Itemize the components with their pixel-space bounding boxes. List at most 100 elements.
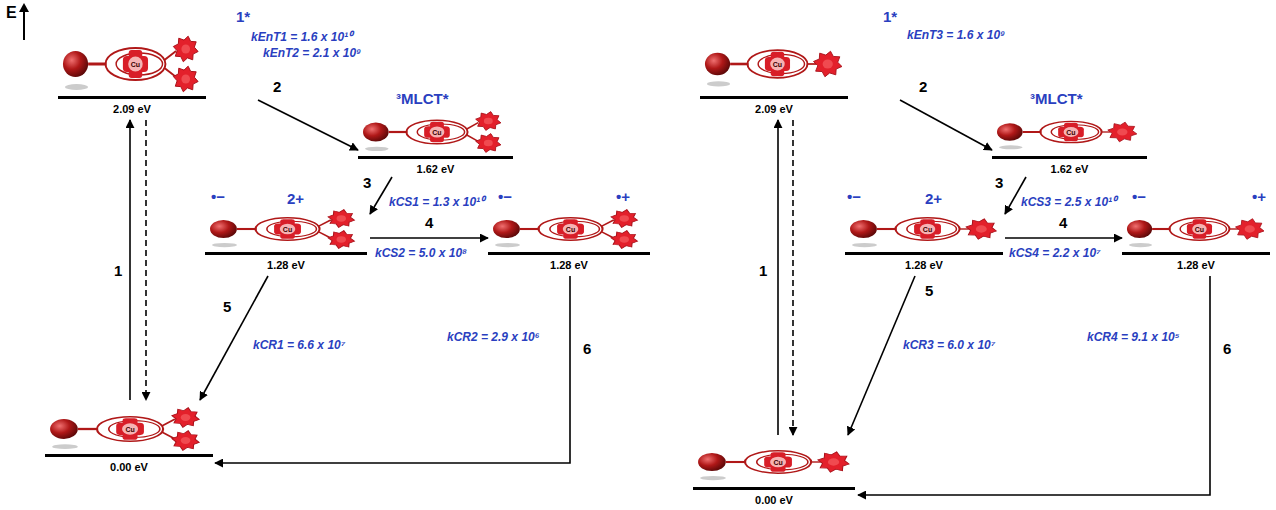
axis-line: [23, 8, 25, 40]
step-number: 2: [272, 78, 282, 95]
copper-complex: [1058, 127, 1084, 138]
charge-label: 1*: [236, 8, 250, 25]
rate-label: kEnT2 = 2.1 x 10⁹: [262, 46, 362, 60]
level-bar: [205, 252, 367, 255]
porphyrin-symbol: [173, 36, 198, 62]
level-bar: [693, 487, 855, 490]
shadow: [65, 84, 88, 90]
linker: [319, 220, 331, 226]
porphyrin-symbol: [818, 452, 849, 473]
copper-complex: [129, 50, 143, 78]
copper-complex: [920, 219, 934, 239]
rate-label: kCR4 = 9.1 x 10⁵: [1086, 330, 1181, 344]
copper-center: [1192, 224, 1207, 235]
shadow: [365, 147, 389, 151]
charge-label: •−: [498, 188, 512, 205]
charge-label: •−: [211, 188, 225, 205]
copper-complex: [557, 223, 584, 234]
rate-label: kCR3 = 6.0 x 10⁷: [902, 338, 996, 352]
copper-complex: [116, 423, 144, 435]
porphyrin-core: [976, 225, 987, 232]
linker: [389, 131, 408, 133]
transition-arrow: [215, 276, 570, 463]
porphyrin-core: [181, 414, 191, 421]
step-number: 5: [924, 282, 934, 299]
porphyrin-symbol: [172, 431, 199, 451]
linker: [162, 419, 175, 426]
transition-arrow: [258, 100, 358, 150]
porphyrin-symbol: [611, 231, 637, 249]
transition-arrow: [900, 100, 992, 150]
sphere-symbol: [210, 220, 237, 238]
porphyrin-symbol: [476, 112, 501, 131]
transition-arrow: [370, 237, 488, 239]
porphyrin-symbol: [328, 210, 354, 228]
copper-center: [770, 58, 785, 71]
step-number: 5: [222, 298, 232, 315]
level-bar: [45, 454, 213, 457]
linker: [602, 220, 614, 226]
metal-label: Cu: [131, 61, 140, 68]
energy-value: 1.62 eV: [1051, 163, 1089, 175]
step-number: 6: [582, 340, 592, 357]
metal-label: Cu: [432, 129, 441, 136]
porphyrin-core: [484, 140, 493, 147]
copper-complex: [274, 223, 301, 234]
macrocycle-ring: [539, 218, 603, 240]
porphyrin-symbol: [173, 66, 198, 92]
sphere-symbol: [50, 419, 78, 439]
copper-complex: [280, 219, 294, 239]
axis-label: E: [6, 4, 17, 22]
linker: [1023, 131, 1042, 133]
sphere-symbol: [63, 51, 88, 77]
step-number: 4: [424, 214, 434, 231]
linker: [520, 228, 540, 230]
macrocycle-ring: [896, 218, 960, 240]
energy-value: 1.28 eV: [550, 259, 588, 271]
copper-center: [920, 224, 936, 235]
transition-arrow: [1005, 237, 1122, 239]
energy-level: 1* 2.09 eV: [58, 8, 258, 120]
shadow: [999, 145, 1023, 149]
energy-value: 2.09 eV: [113, 103, 151, 115]
copper-complex: [430, 122, 444, 143]
copper-complex: [764, 456, 792, 467]
rate-label: kCS1 = 1.3 x 10¹⁰: [388, 193, 485, 210]
energy-value: 1.28 eV: [1177, 259, 1215, 271]
shadow: [52, 444, 78, 449]
rate-label: kCS2 = 5.0 x 10⁸: [374, 246, 468, 260]
porphyrin-symbol: [611, 210, 637, 228]
macrocycle-ring: [745, 451, 811, 473]
transition-arrow: [777, 120, 779, 435]
energy-value: 2.09 eV: [755, 103, 793, 115]
metal-label: Cu: [773, 459, 782, 466]
porphyrin-symbol: [1236, 219, 1264, 240]
copper-complex: [123, 418, 138, 439]
porphyrin-symbol: [172, 408, 199, 428]
linker: [237, 228, 257, 230]
copper-complex: [1193, 219, 1207, 239]
copper-complex: [771, 52, 785, 76]
level-bar: [488, 252, 650, 255]
sphere-symbol: [850, 220, 877, 238]
copper-complex: [123, 56, 148, 72]
linker: [88, 63, 106, 66]
copper-center: [1064, 127, 1079, 137]
level-bar: [1122, 252, 1270, 255]
charge-label: ³MLCT*: [1030, 90, 1083, 107]
level-bar: [700, 96, 848, 99]
step-number: 6: [1222, 340, 1232, 357]
charge-label: •−: [847, 188, 861, 205]
linker: [164, 51, 176, 60]
macrocycle-ring: [106, 48, 166, 80]
metal-label: Cu: [773, 61, 782, 68]
copper-complex: [1064, 123, 1078, 142]
charge-label: 2+: [925, 190, 942, 207]
macrocycle-ring: [256, 218, 320, 240]
rate-label: kCR1 = 6.6 x 10⁷: [252, 338, 346, 352]
sphere-symbol: [997, 123, 1023, 140]
sphere-symbol: [698, 453, 726, 471]
sphere-symbol: [363, 122, 389, 141]
shadow: [212, 243, 237, 247]
